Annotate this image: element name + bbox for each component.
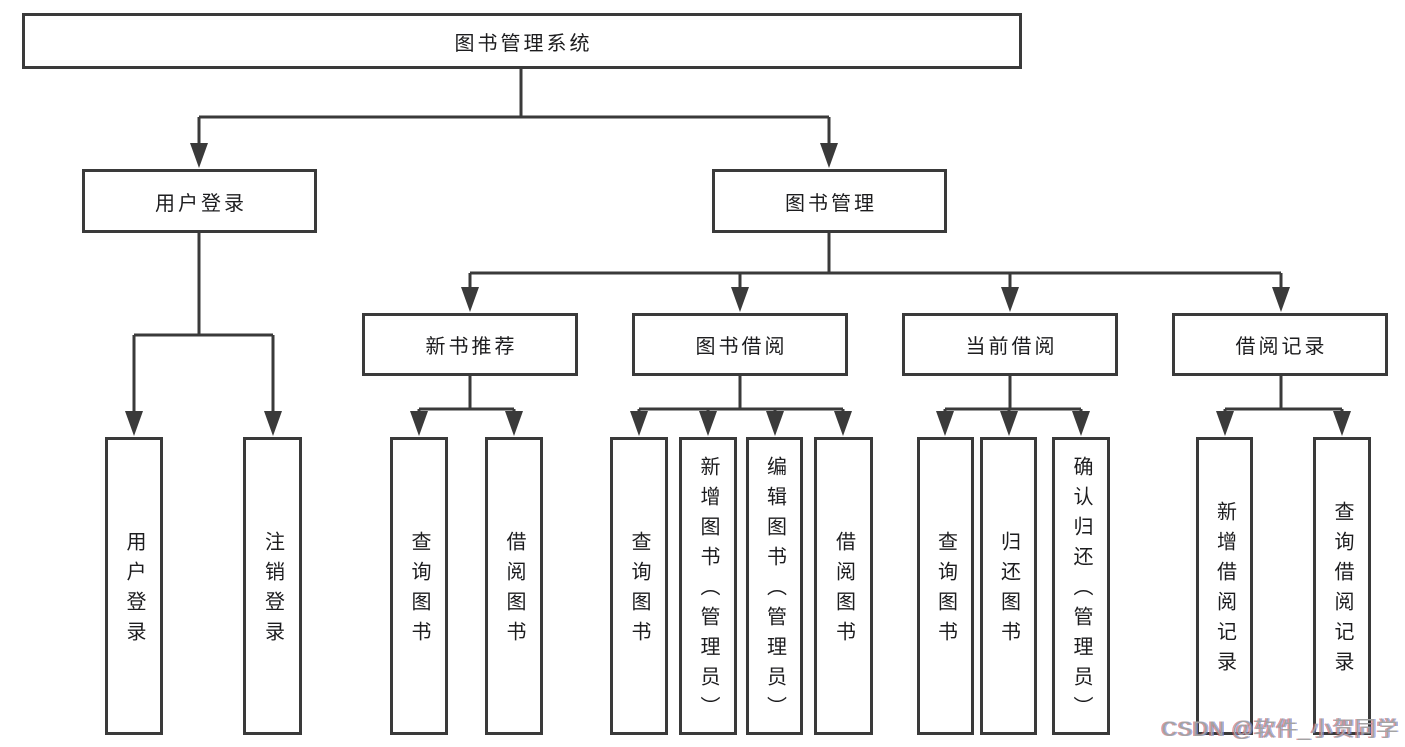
node-book-management: 图书管理	[712, 169, 947, 233]
leaf-query-books-current-label: 查询图书	[934, 531, 957, 651]
node-current-borrow: 当前借阅	[902, 313, 1118, 376]
leaf-query-books-borrow: 查询图书	[610, 437, 668, 735]
node-new-book-recommend: 新书推荐	[362, 313, 578, 376]
leaf-borrow-books: 借阅图书	[814, 437, 873, 735]
node-borrow-records-label: 借阅记录	[1235, 336, 1328, 358]
leaf-query-books-recommend-label: 查询图书	[408, 531, 430, 651]
leaf-add-books-admin-label: 新增图书（管理员）	[697, 456, 719, 726]
leaf-edit-books-admin: 编辑图书（管理员）	[746, 437, 803, 735]
node-user-login: 用户登录	[82, 169, 317, 233]
leaf-confirm-return-admin-label: 确认归还（管理员）	[1070, 456, 1092, 726]
leaf-add-books-admin: 新增图书（管理员）	[679, 437, 737, 735]
node-book-borrow: 图书借阅	[632, 313, 848, 376]
node-book-management-label: 图书管理	[785, 192, 877, 215]
leaf-user-login: 用户登录	[105, 437, 163, 735]
leaf-query-borrow-record: 查询借阅记录	[1313, 437, 1371, 735]
leaf-borrow-books-recommend-label: 借阅图书	[503, 531, 525, 651]
leaf-edit-books-admin-label: 编辑图书（管理员）	[763, 456, 786, 726]
node-root: 图书管理系统	[22, 13, 1022, 69]
leaf-query-books-recommend: 查询图书	[390, 437, 448, 735]
leaf-confirm-return-admin: 确认归还（管理员）	[1052, 437, 1110, 735]
leaf-logout: 注销登录	[243, 437, 302, 735]
leaf-user-login-label: 用户登录	[123, 531, 145, 651]
leaf-query-books-borrow-label: 查询图书	[628, 531, 650, 651]
node-borrow-records: 借阅记录	[1172, 313, 1388, 376]
node-user-login-label: 用户登录	[155, 192, 247, 215]
leaf-return-books-label: 归还图书	[997, 531, 1020, 651]
leaf-add-borrow-record: 新增借阅记录	[1196, 437, 1253, 735]
leaf-add-borrow-record-label: 新增借阅记录	[1213, 501, 1236, 681]
leaf-logout-label: 注销登录	[261, 531, 284, 651]
node-new-book-recommend-label: 新书推荐	[425, 336, 518, 358]
node-book-borrow-label: 图书借阅	[695, 336, 788, 358]
leaf-borrow-books-label: 借阅图书	[832, 531, 855, 651]
leaf-return-books: 归还图书	[980, 437, 1037, 735]
leaf-query-borrow-record-label: 查询借阅记录	[1331, 501, 1353, 681]
node-current-borrow-label: 当前借阅	[965, 336, 1058, 358]
node-root-label: 图书管理系统	[454, 32, 593, 55]
leaf-borrow-books-recommend: 借阅图书	[485, 437, 543, 735]
leaf-query-books-current: 查询图书	[917, 437, 974, 735]
csdn-watermark: CSDN @软件_小贺同学	[1161, 718, 1399, 741]
